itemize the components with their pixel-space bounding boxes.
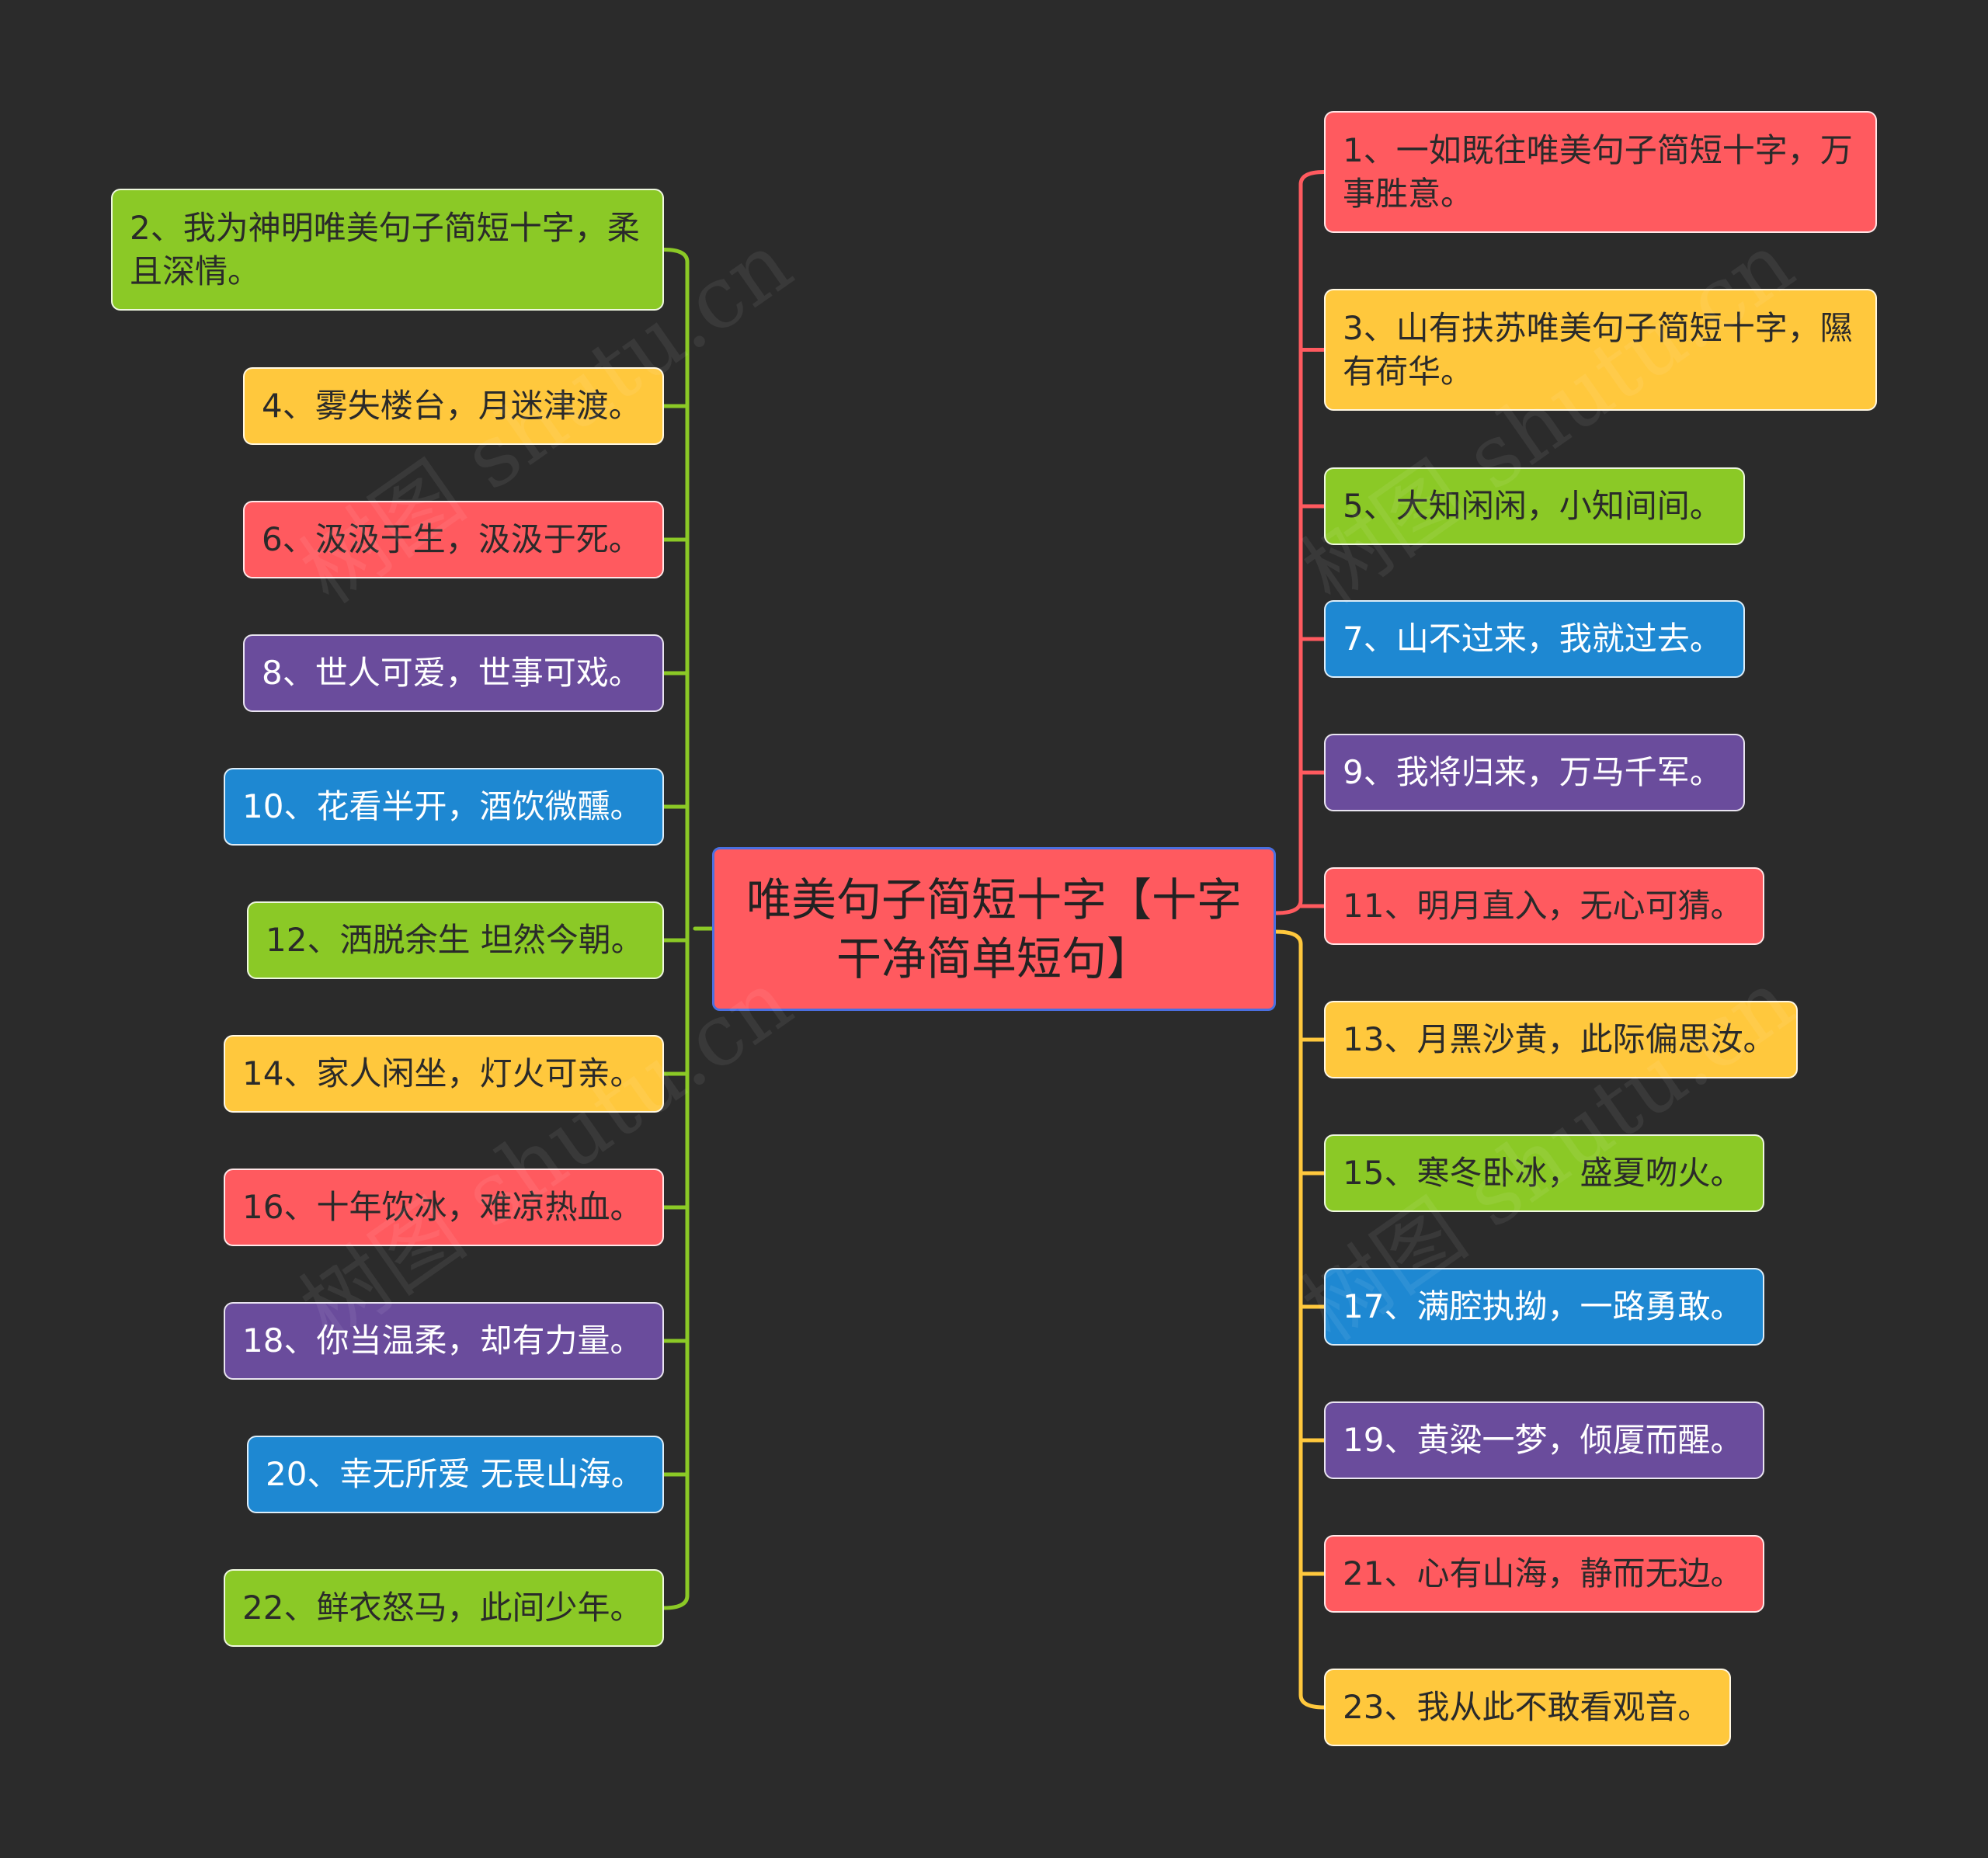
left-node-9[interactable]: 18、你当温柔，却有力量。 [224, 1302, 664, 1380]
right-node-4-label: 7、山不过来，我就过去。 [1343, 620, 1722, 658]
right-node-3[interactable]: 5、大知闲闲，小知间间。 [1324, 467, 1745, 545]
right-node-12-label: 23、我从此不敢看观音。 [1343, 1688, 1711, 1726]
right-node-12[interactable]: 23、我从此不敢看观音。 [1324, 1669, 1731, 1746]
right-node-10[interactable]: 19、黄粱一梦，倾厦而醒。 [1324, 1401, 1764, 1479]
left-node-10[interactable]: 20、幸无所爱 无畏山海。 [247, 1436, 664, 1513]
right-lower-bracket [1274, 929, 1326, 1710]
left-node-4[interactable]: 8、世人可爱，世事可戏。 [243, 634, 664, 712]
left-node-3-label: 6、汲汲于生，汲汲于死。 [262, 520, 641, 558]
right-node-7[interactable]: 13、月黑沙黄，此际偏思汝。 [1324, 1001, 1798, 1078]
left-node-5-label: 10、花看半开，酒饮微醺。 [242, 787, 643, 825]
right-node-3-label: 5、大知闲闲，小知间间。 [1343, 487, 1722, 525]
right-node-8[interactable]: 15、寒冬卧冰，盛夏吻火。 [1324, 1134, 1764, 1212]
left-node-8-label: 16、十年饮冰，难凉热血。 [242, 1188, 643, 1226]
left-node-6[interactable]: 12、洒脱余生 坦然今朝。 [247, 901, 664, 979]
right-node-2-label: 3、山有扶苏唯美句子简短十字，隰有荷华。 [1343, 308, 1853, 391]
right-node-9[interactable]: 17、满腔执拗，一路勇敢。 [1324, 1268, 1764, 1346]
left-node-2-label: 4、雾失楼台，月迷津渡。 [262, 387, 641, 425]
left-branch-bracket [662, 248, 690, 1610]
right-node-1-label: 1、一如既往唯美句子简短十字，万事胜意。 [1343, 130, 1853, 213]
center-topic-label: 唯美句子简短十字【十字干净简单短句】 [746, 873, 1242, 985]
right-node-11[interactable]: 21、心有山海，静而无边。 [1324, 1535, 1764, 1613]
right-node-6[interactable]: 11、明月直入，无心可猜。 [1324, 867, 1764, 945]
right-node-11-label: 21、心有山海，静而无边。 [1343, 1554, 1743, 1592]
left-node-8[interactable]: 16、十年饮冰，难凉热血。 [224, 1169, 664, 1246]
right-node-1[interactable]: 1、一如既往唯美句子简短十字，万事胜意。 [1324, 111, 1877, 233]
left-node-7[interactable]: 14、家人闲坐，灯火可亲。 [224, 1035, 664, 1113]
right-node-4[interactable]: 7、山不过来，我就过去。 [1324, 600, 1745, 678]
left-node-6-label: 12、洒脱余生 坦然今朝。 [266, 921, 644, 959]
left-node-7-label: 14、家人闲坐，灯火可亲。 [242, 1054, 643, 1092]
left-node-5[interactable]: 10、花看半开，酒饮微醺。 [224, 768, 664, 846]
left-node-1-label: 2、我为神明唯美句子简短十字，柔且深情。 [130, 208, 640, 290]
right-node-10-label: 19、黄粱一梦，倾厦而醒。 [1343, 1421, 1743, 1459]
right-node-8-label: 15、寒冬卧冰，盛夏吻火。 [1343, 1154, 1743, 1192]
right-node-5[interactable]: 9、我将归来，万马千军。 [1324, 734, 1745, 811]
left-node-11[interactable]: 22、鲜衣怒马，此间少年。 [224, 1569, 664, 1647]
left-node-1[interactable]: 2、我为神明唯美句子简短十字，柔且深情。 [111, 189, 664, 311]
right-upper-bracket [1274, 170, 1326, 915]
right-node-5-label: 9、我将归来，万马千军。 [1343, 753, 1722, 791]
left-node-3[interactable]: 6、汲汲于生，汲汲于死。 [243, 501, 664, 578]
right-node-9-label: 17、满腔执拗，一路勇敢。 [1343, 1287, 1743, 1325]
right-node-2[interactable]: 3、山有扶苏唯美句子简短十字，隰有荷华。 [1324, 289, 1877, 411]
right-node-6-label: 11、明月直入，无心可猜。 [1343, 887, 1743, 925]
left-node-10-label: 20、幸无所爱 无畏山海。 [266, 1455, 644, 1493]
left-node-2[interactable]: 4、雾失楼台，月迷津渡。 [243, 367, 664, 445]
left-node-9-label: 18、你当温柔，却有力量。 [242, 1321, 643, 1360]
center-topic[interactable]: 唯美句子简短十字【十字干净简单短句】 [712, 847, 1276, 1011]
left-node-11-label: 22、鲜衣怒马，此间少年。 [242, 1589, 643, 1627]
right-node-7-label: 13、月黑沙黄，此际偏思汝。 [1343, 1020, 1776, 1058]
left-node-4-label: 8、世人可爱，世事可戏。 [262, 654, 641, 692]
